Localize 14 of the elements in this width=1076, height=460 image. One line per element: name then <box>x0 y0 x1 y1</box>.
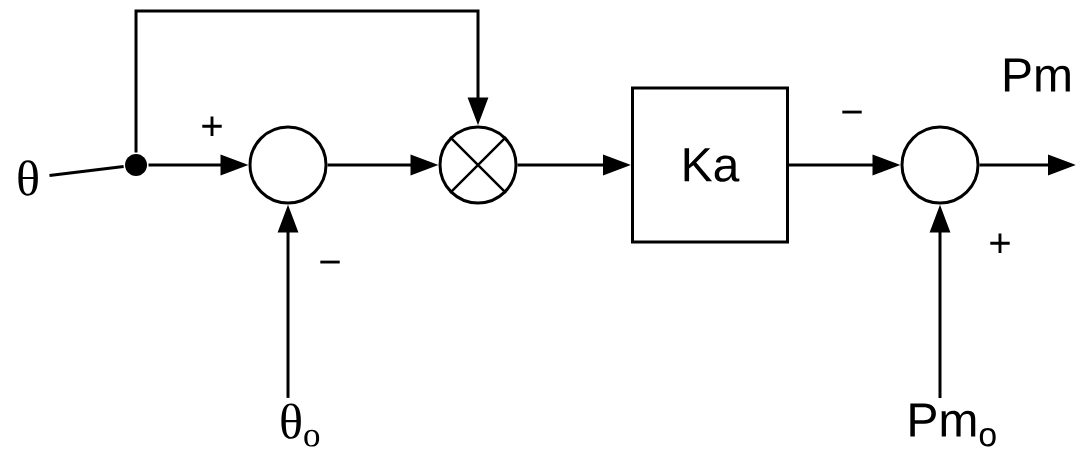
block-box: Ka <box>631 86 789 244</box>
text-label: θ <box>18 160 38 196</box>
arrow <box>134 9 489 153</box>
sign-label: + <box>990 233 1010 253</box>
sign-label: + <box>202 116 222 137</box>
sign-label: − <box>842 110 862 114</box>
summing-junction <box>900 125 980 205</box>
signal-label: Pm <box>1004 58 1070 92</box>
text-label: Pm$_{o}$ <box>910 403 996 447</box>
sign-label: − <box>320 260 340 264</box>
multiplier-junction <box>438 125 518 205</box>
summing-junction <box>248 125 328 205</box>
text-label: θ$_{o}$ <box>281 403 320 447</box>
junction-dot <box>125 154 147 176</box>
